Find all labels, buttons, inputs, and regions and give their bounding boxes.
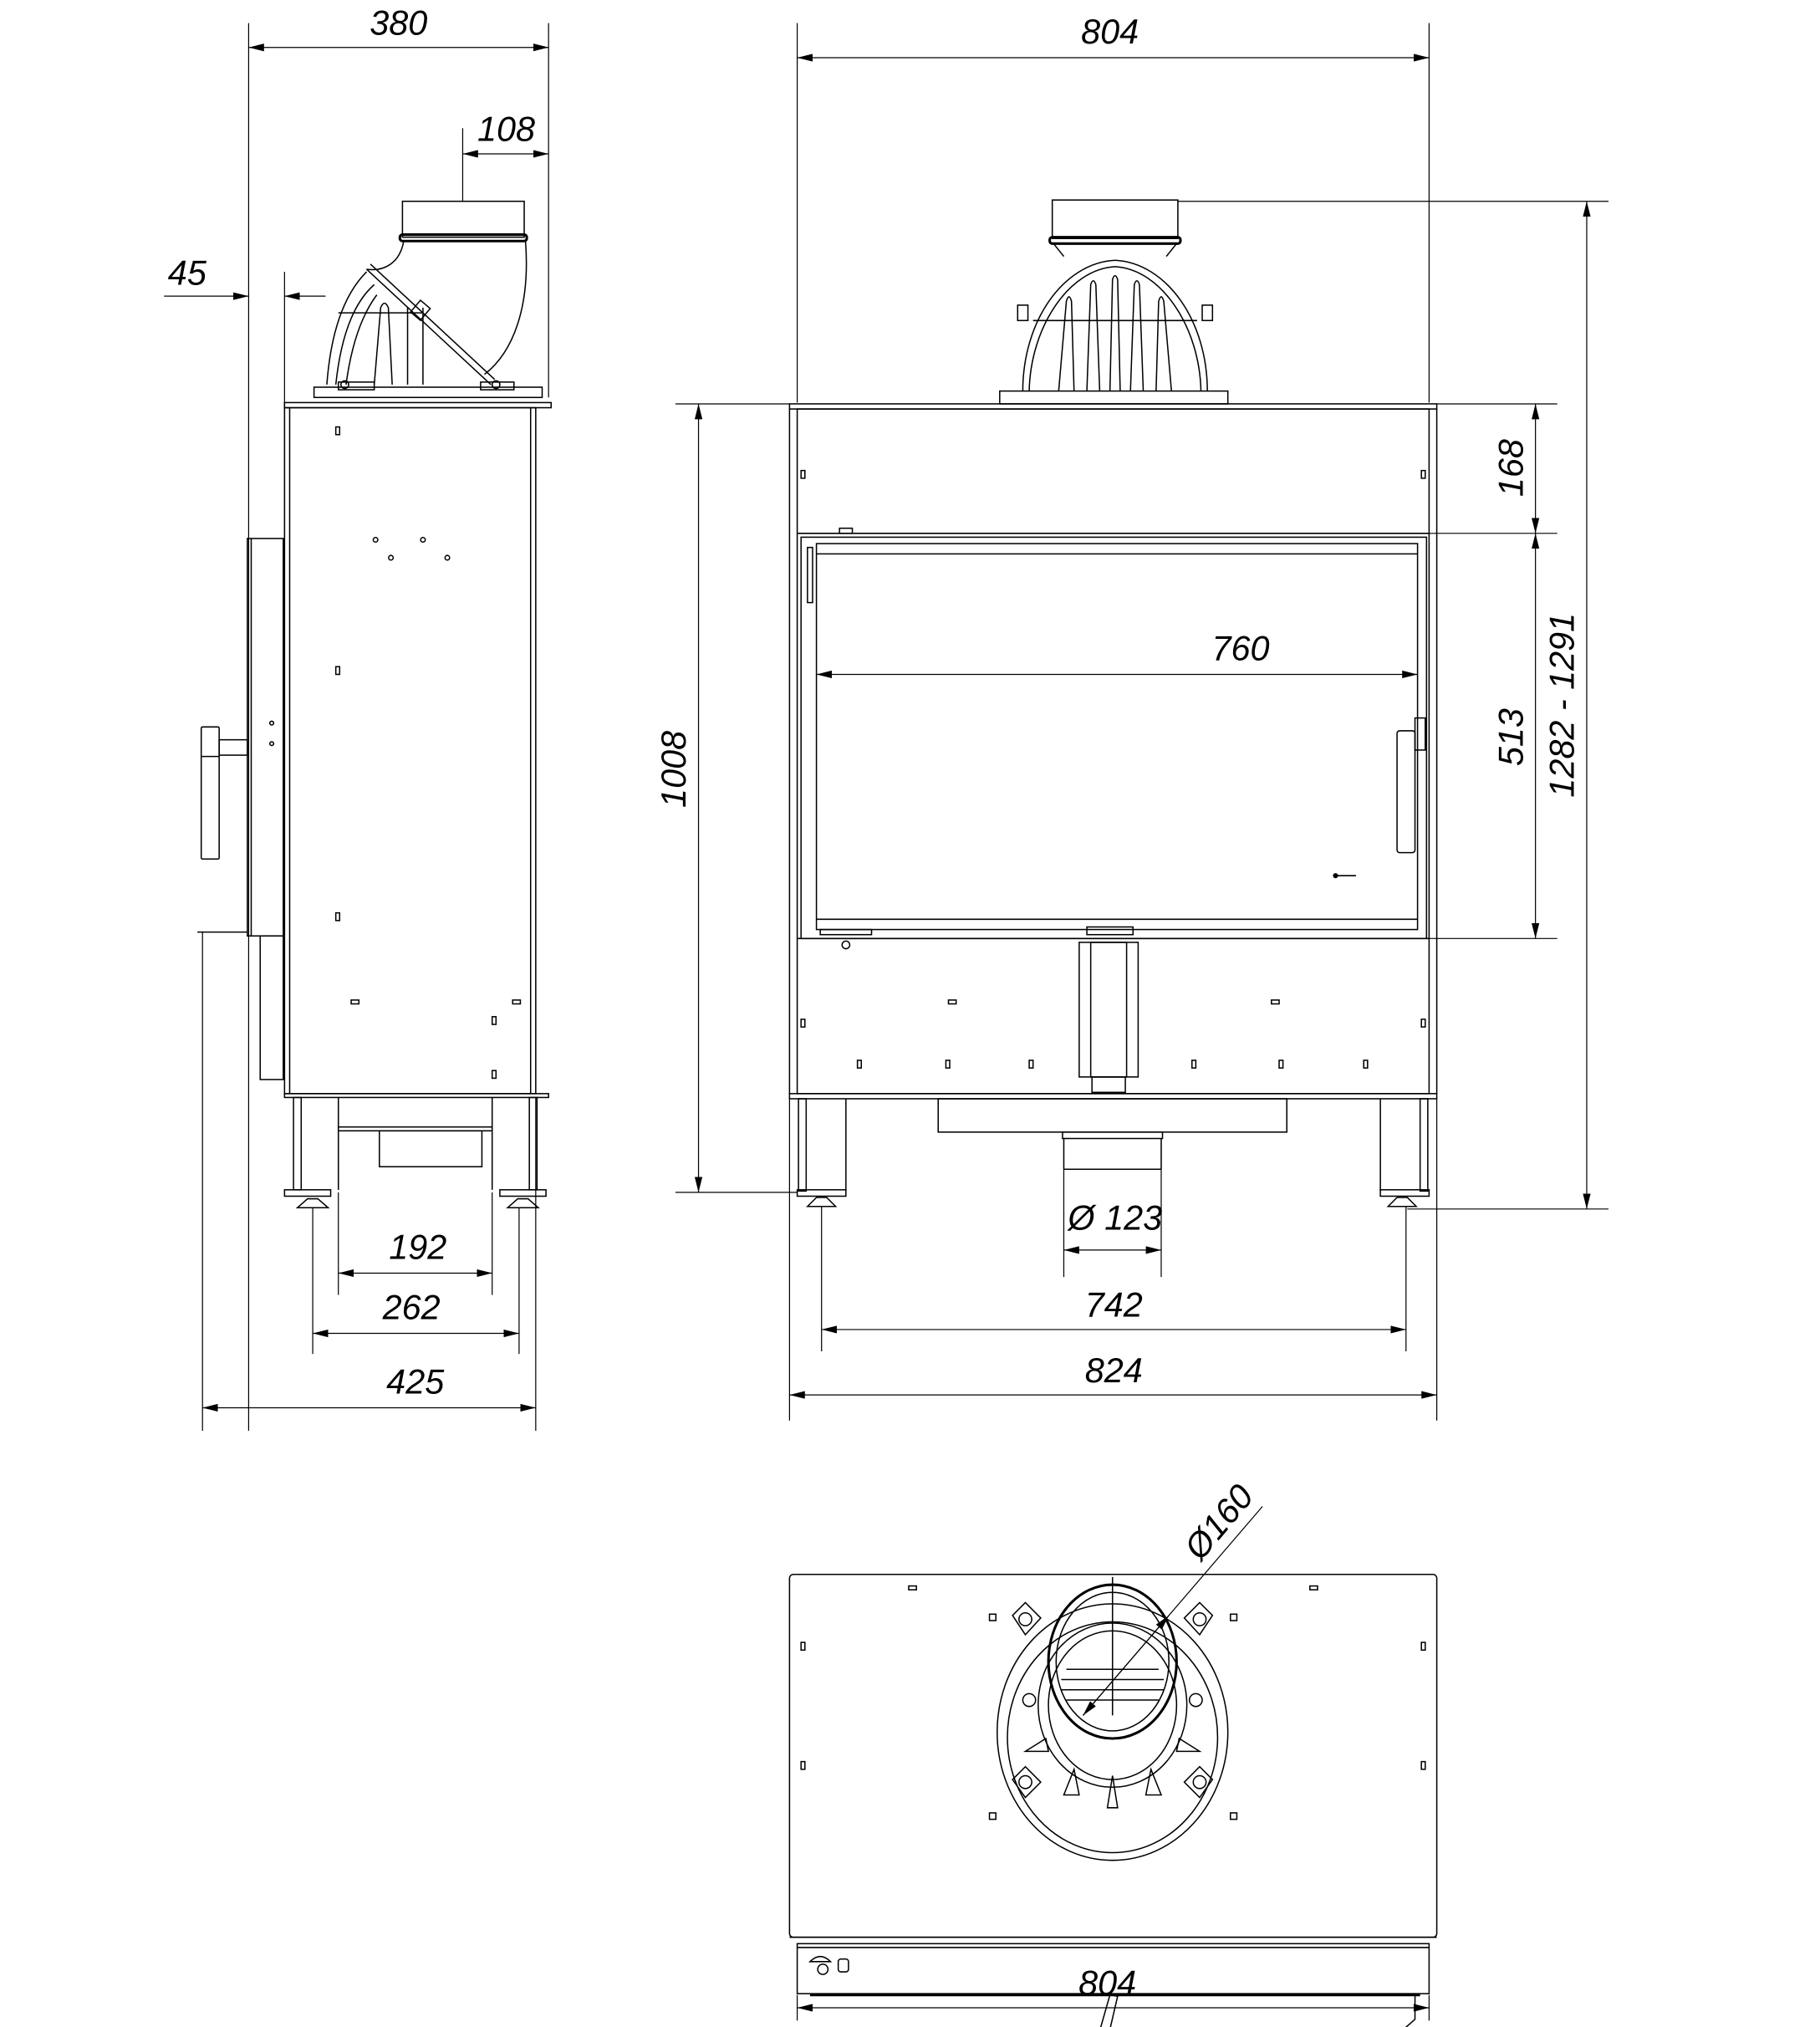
dim-body-height-1008: 1008 [655,731,693,808]
top-view: Ø160 804 [788,1478,1438,2027]
dim-leg-span-262: 262 [382,1289,441,1327]
dim-top-panel-168: 168 [1491,439,1530,497]
side-body [197,401,552,1209]
dim-overall-width-824: 824 [1085,1351,1143,1390]
front-body [788,403,1438,1208]
top-dimensions: Ø160 804 [796,1478,1430,2021]
front-flue-outlet [999,199,1229,405]
dim-glass-width-760: 760 [1212,630,1270,668]
dim-flue-offset-108: 108 [477,110,535,149]
side-view: 380 108 45 192 262 425 [164,3,552,1432]
dim-glass-height-513: 513 [1491,708,1530,766]
flue-collar-top [996,1576,1229,1861]
dim-side-depth-380: 380 [370,3,427,42]
front-view: 804 1282 - 1291 168 513 760 1008 Ø 123 [655,13,1609,1421]
bottom-controls [808,1955,1416,2027]
side-dimensions: 380 108 45 192 262 425 [164,3,549,1432]
front-slots [800,999,1426,1069]
front-dimensions: 804 1282 - 1291 168 513 760 1008 Ø 123 [655,13,1609,1421]
dim-top-width-804: 804 [1078,1964,1136,2003]
top-slots [800,1585,1426,1820]
dim-leg-span-742: 742 [1085,1286,1143,1325]
flue-elbow [313,200,543,399]
dim-air-inlet-diameter: Ø 123 [1066,1198,1162,1237]
dim-front-offset-45: 45 [168,253,207,292]
dim-side-depth-425: 425 [386,1363,445,1402]
dim-overall-height-range: 1282 - 1291 [1543,613,1582,798]
dim-inner-leg-span-192: 192 [389,1228,446,1267]
dim-front-width-804: 804 [1081,13,1139,51]
